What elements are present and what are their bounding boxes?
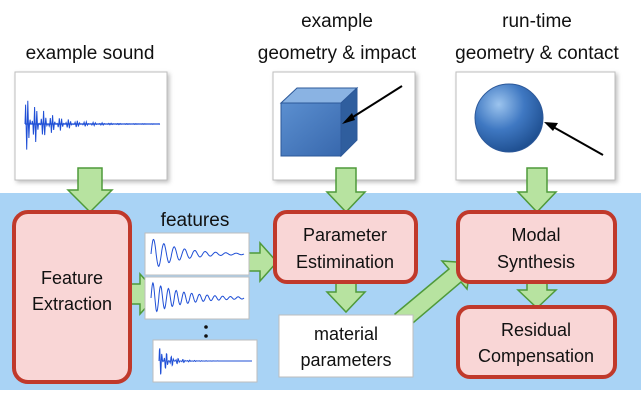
ellipsis-icon: [204, 325, 208, 338]
waveform-icon: [24, 100, 161, 150]
parameter-estimation-line1: Parameter: [303, 225, 387, 245]
residual-compensation-line1: Residual: [501, 320, 571, 340]
label-runtime-line1: run-time: [502, 11, 572, 32]
arrow-sound-to-extraction: [66, 167, 114, 214]
feature-extraction-line1: Feature: [41, 268, 103, 288]
feature-extraction-line2: Extraction: [32, 294, 112, 314]
cube-icon: [279, 86, 359, 158]
arrow-runtime-to-synthesis: [516, 167, 558, 214]
example-geometry-card: [272, 71, 416, 181]
material-parameters-box: material parameters: [278, 314, 414, 378]
contact-arrow-icon: [547, 123, 604, 156]
features-label: features: [161, 210, 230, 231]
residual-compensation-line2: Compensation: [478, 346, 594, 366]
parameter-estimation-box: Parameter Estimination: [273, 210, 418, 284]
material-parameters-line2: parameters: [300, 350, 391, 370]
runtime-geometry-card: [455, 71, 616, 181]
feature-extraction-box: Feature Extraction: [12, 210, 132, 384]
sphere-icon: [474, 83, 544, 153]
feature-card-1: [144, 232, 250, 276]
material-parameters-line1: material: [314, 324, 378, 344]
label-example-sound: example sound: [26, 43, 155, 64]
label-example-geometry: geometry & impact: [258, 43, 417, 64]
label-example-line1: example: [301, 11, 373, 32]
arrow-geometry-to-estimation: [325, 167, 367, 214]
example-sound-card: [14, 71, 168, 181]
feature-card-2: [144, 276, 250, 320]
label-runtime-geometry: geometry & contact: [455, 43, 619, 64]
residual-compensation-box: Residual Compensation: [456, 305, 617, 379]
modal-synthesis-box: Modal Synthesis: [456, 210, 617, 284]
parameter-estimation-line2: Estimination: [296, 252, 394, 272]
modal-synthesis-line1: Modal: [511, 225, 560, 245]
feature-card-3: [152, 339, 258, 383]
impact-arrow-icon: [344, 85, 403, 123]
modal-synthesis-line2: Synthesis: [497, 252, 575, 272]
